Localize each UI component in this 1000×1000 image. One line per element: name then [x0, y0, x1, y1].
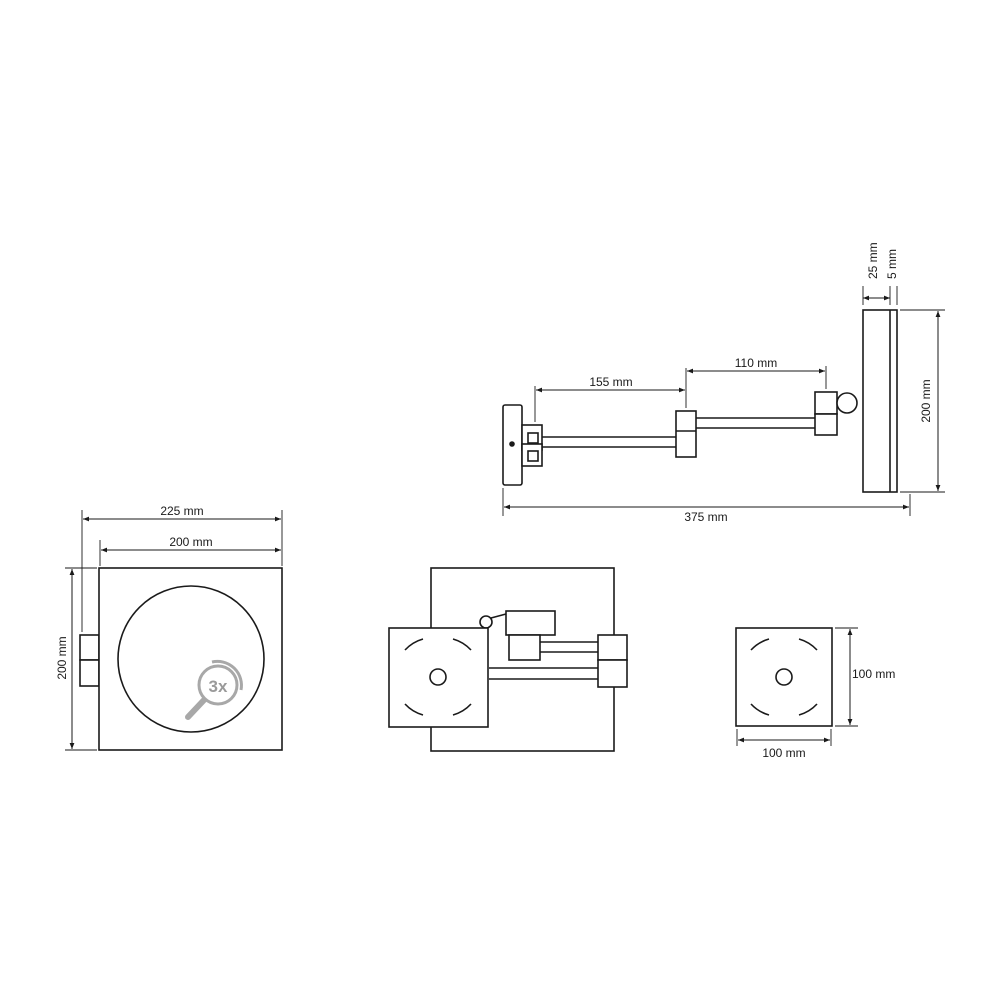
dim-label-arm-155: 155 mm: [589, 375, 632, 389]
side-mirror-body: [862, 309, 898, 493]
side-middle-joint: [675, 410, 697, 458]
dim-label-plate-width-100: 100 mm: [762, 746, 805, 760]
front-mirror-glass: [117, 585, 265, 733]
dim-label-depth-25: 25 mm: [866, 242, 880, 279]
front-view: 3x 225 mm 200 mm 200 mm: [55, 504, 283, 751]
dim-label-reach-375: 375 mm: [684, 510, 727, 524]
magnification-badge-text: 3x: [209, 677, 228, 696]
dim-label-height-200-front: 200 mm: [55, 636, 69, 679]
side-wall-plate-screw: [509, 441, 515, 447]
side-swivel-ball: [836, 392, 858, 414]
back-view: [388, 567, 628, 752]
back-mirror-joint-lower: [508, 634, 541, 661]
dim-label-arm-110: 110 mm: [735, 356, 777, 370]
back-wall-joint-upper: [597, 634, 628, 661]
front-mirror-frame: [98, 567, 283, 751]
base-plate-center-hole: [775, 668, 793, 686]
front-hinge-lower: [79, 659, 100, 687]
side-view: 25 mm 5 mm 200 mm 155 mm 110 mm 375 mm: [502, 242, 945, 524]
magnifier-icon: 3x: [185, 659, 243, 720]
dim-label-width-225: 225 mm: [160, 504, 203, 518]
base-plate-view: 100 mm 100 mm: [735, 627, 895, 760]
dim-label-depth-5: 5 mm: [885, 249, 899, 279]
base-plate: [735, 627, 833, 727]
dim-label-width-200: 200 mm: [169, 535, 212, 549]
back-swivel-ball: [479, 615, 493, 629]
back-wall-plate: [388, 627, 489, 728]
side-mirror-joint: [814, 391, 838, 415]
dim-label-height-200: 200 mm: [919, 379, 933, 422]
front-hinge-upper: [79, 634, 100, 661]
dim-label-plate-height-100: 100 mm: [852, 667, 895, 681]
back-wall-joint-lower: [597, 659, 628, 688]
back-mirror-joint-upper: [505, 610, 556, 636]
